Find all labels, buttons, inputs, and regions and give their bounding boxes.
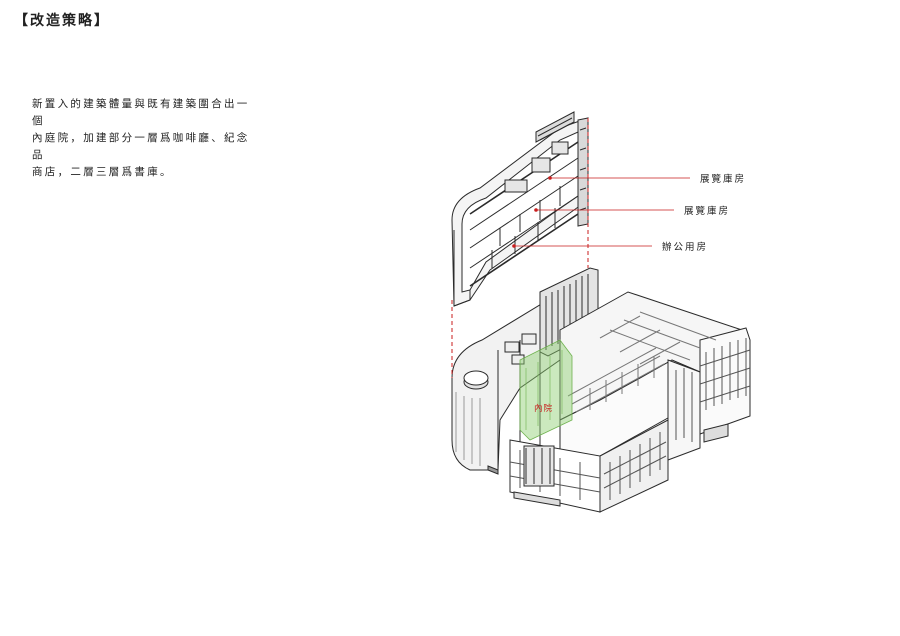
callout-exhibition-storage-1: 展覽庫房 — [700, 174, 747, 185]
description-line-1: 新置入的建築體量與既有建築圍合出一個 — [32, 98, 250, 127]
callout-leaders — [514, 177, 690, 247]
description-line-3: 商店，二層三層爲書庫。 — [32, 166, 173, 178]
courtyard-label: 內院 — [534, 404, 554, 414]
courtyard-highlight — [519, 339, 573, 441]
lower-building — [451, 267, 751, 513]
callout-office: 辦公用房 — [662, 242, 709, 253]
callout-dots — [512, 176, 552, 248]
upper-floors-section — [451, 111, 589, 307]
callout-exhibition-storage-2: 展覽庫房 — [684, 206, 731, 217]
description-line-2: 內庭院，加建部分一層爲咖啡廳、紀念品 — [32, 132, 250, 161]
page-title: 【改造策略】 — [14, 13, 110, 29]
strategy-description: 新置入的建築體量與既有建築圍合出一個 內庭院，加建部分一層爲咖啡廳、紀念品 商店… — [32, 96, 252, 181]
alignment-lines — [451, 118, 589, 378]
